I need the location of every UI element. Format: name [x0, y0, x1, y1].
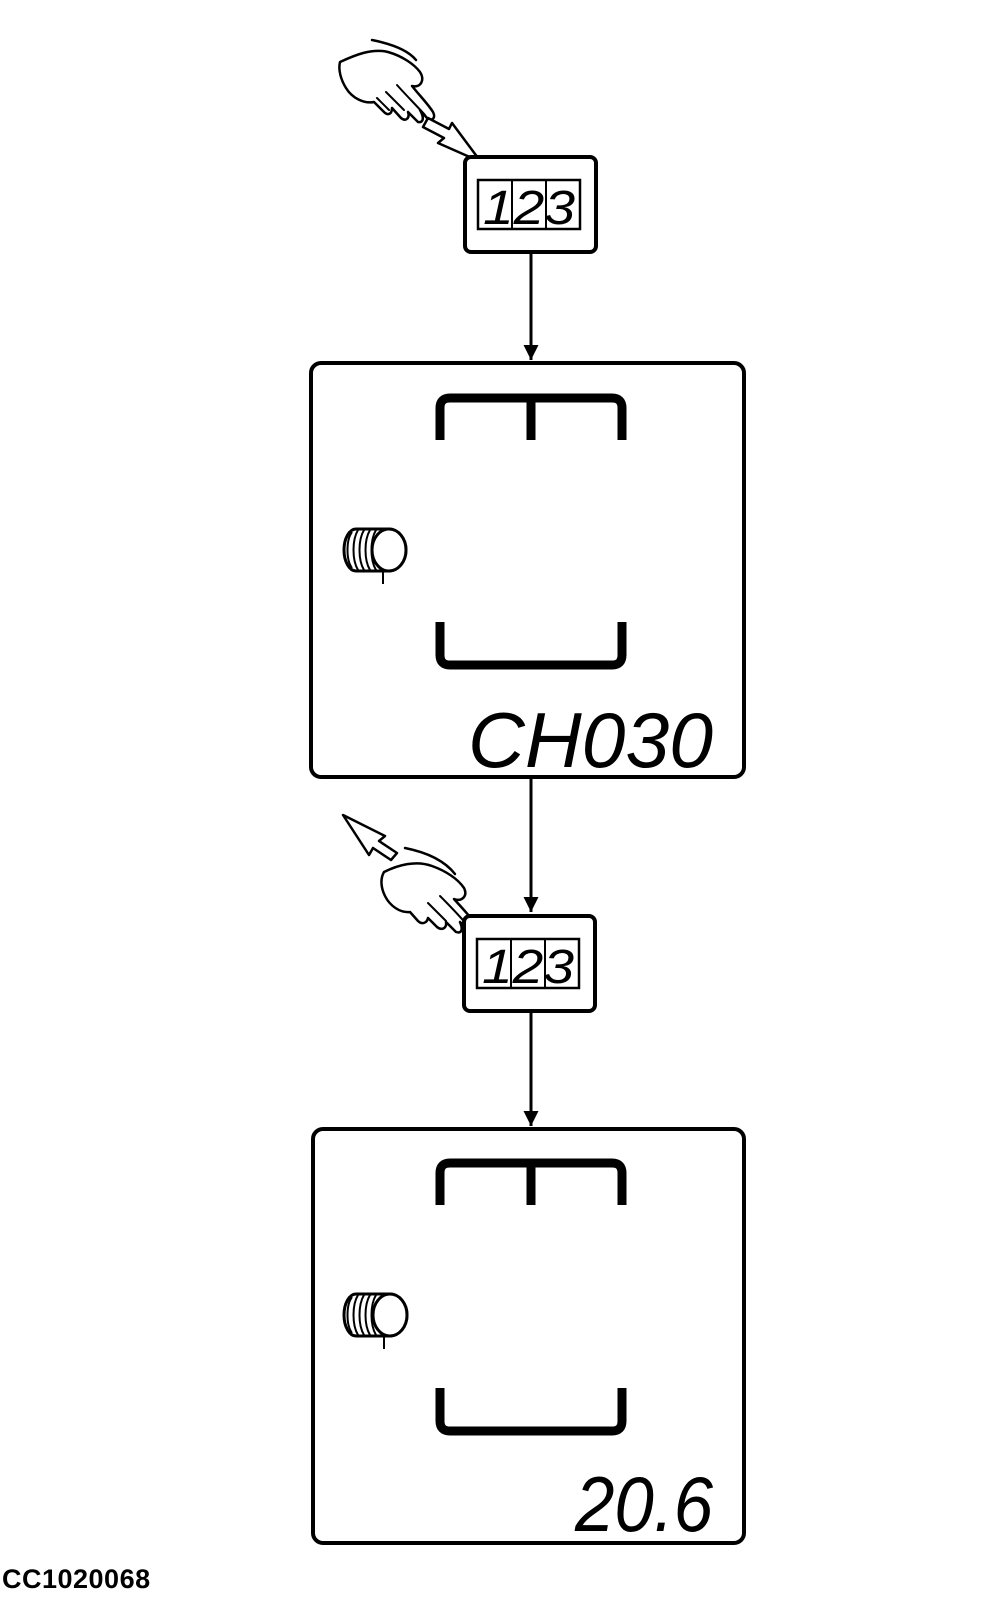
release-direction-arrow [341, 813, 399, 862]
display-panel-bottom: 20.6 [311, 1127, 746, 1548]
display-panel-top: CH030 [309, 361, 746, 784]
display-bracket-icon [435, 1158, 627, 1205]
hand-pressing-icon [338, 38, 436, 124]
display-bracket-icon [435, 1388, 627, 1436]
press-direction-arrow [421, 116, 483, 164]
display-bracket-icon [435, 393, 627, 440]
button-label: 123 [482, 941, 574, 994]
cylinder-icon [342, 1292, 409, 1349]
button-123-top[interactable]: 123 [463, 155, 598, 254]
display-readout: CH030 [468, 696, 713, 784]
cylinder-icon [342, 527, 408, 584]
button-label: 123 [483, 182, 575, 235]
display-bracket-icon [435, 622, 627, 670]
display-readout: 20.6 [574, 1460, 713, 1548]
button-123-bottom[interactable]: 123 [462, 914, 597, 1013]
figure-reference-code: CC1020068 [2, 1564, 151, 1594]
hand-releasing-icon [380, 846, 478, 934]
